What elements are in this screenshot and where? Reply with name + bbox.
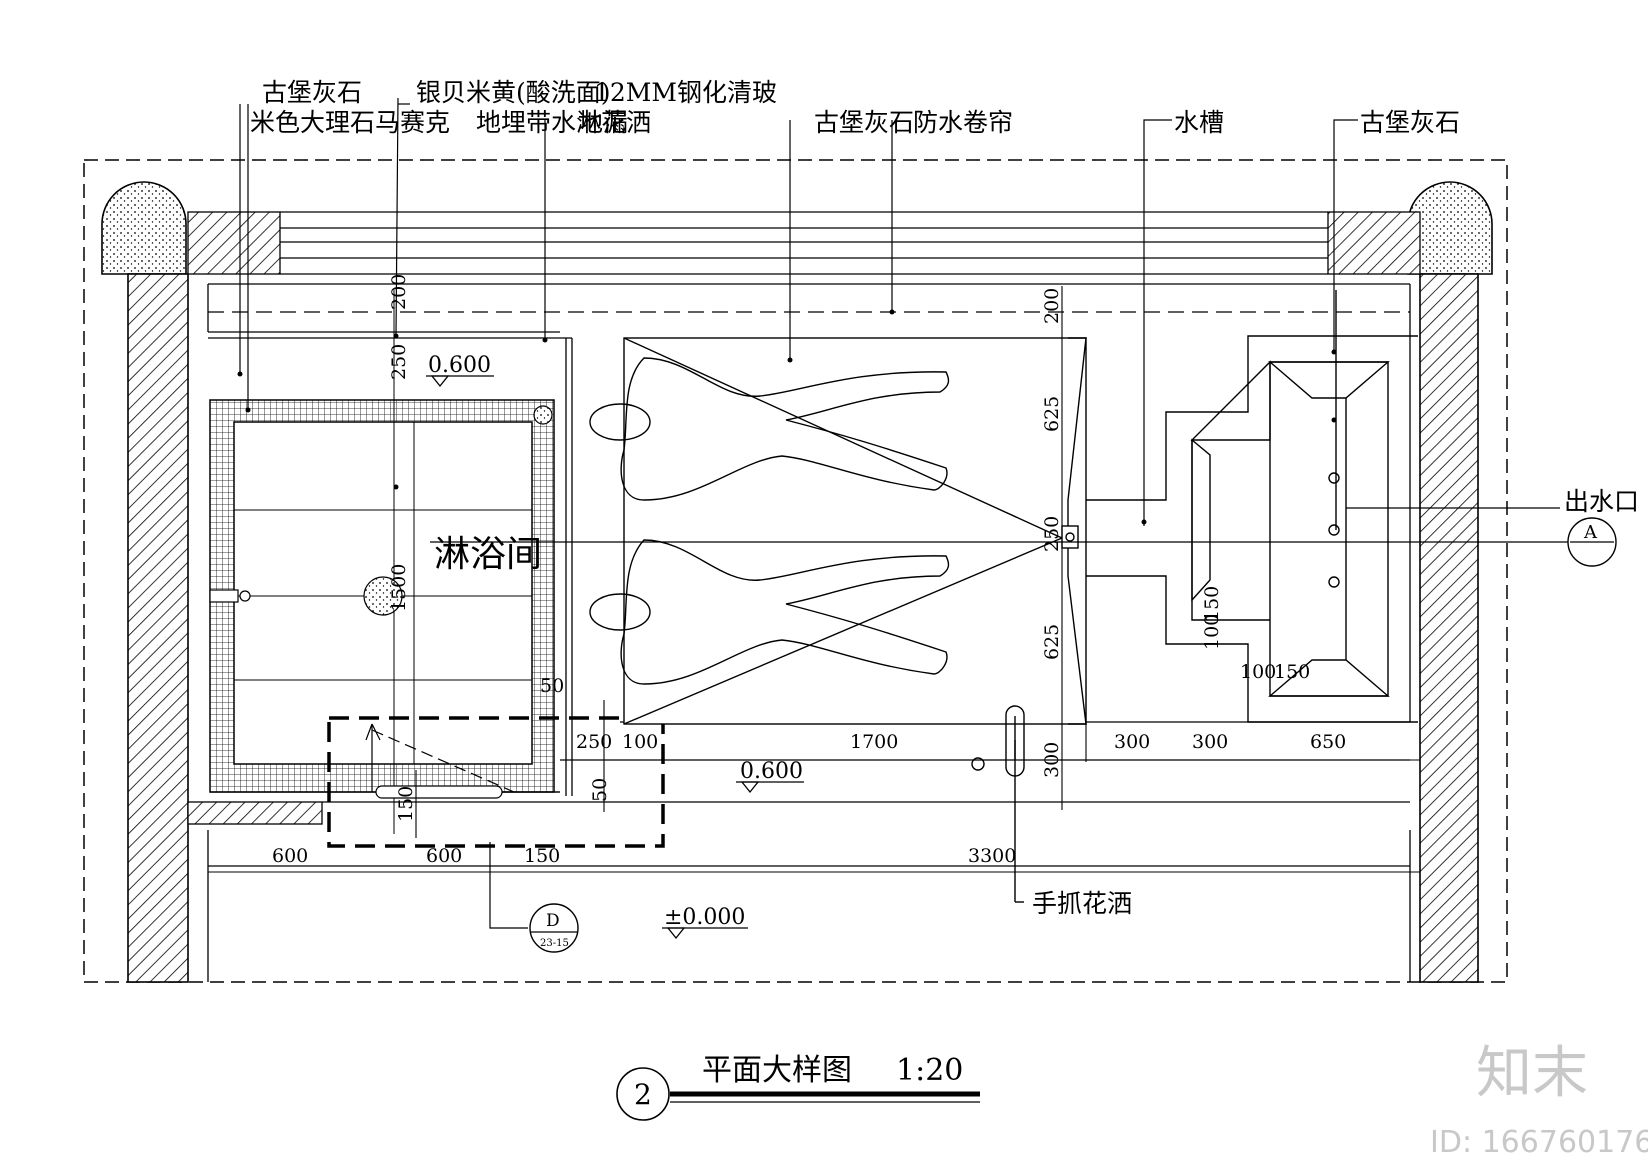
dim-100b: 100 <box>1201 614 1223 650</box>
outlet-icon <box>1328 524 1340 536</box>
detail-ref: 23-15 <box>540 938 569 949</box>
watermark-id: ID: 166760176 <box>1430 1125 1648 1160</box>
left-column <box>101 181 189 983</box>
title-scale: 1:20 <box>896 1053 963 1088</box>
dim-1700: 1700 <box>850 731 898 753</box>
dim-150c: 150 <box>1201 586 1223 622</box>
dim-625a: 625 <box>1041 396 1063 432</box>
dim-250b: 250 <box>576 731 612 753</box>
label-drain: 地漏 <box>578 108 628 137</box>
dim-50a: 50 <box>540 675 564 697</box>
label-stone-mid: 古堡灰石 <box>814 108 914 137</box>
dim-650: 650 <box>1310 731 1346 753</box>
watermark: 知末 ID: 166760176 <box>1430 1041 1648 1160</box>
label-hand-shower: 手抓花洒 <box>1032 889 1132 918</box>
drawing-title: 2 平面大样图 1:20 <box>616 1053 980 1121</box>
floor-drain-icon <box>533 405 553 425</box>
dim-300a: 300 <box>1114 731 1150 753</box>
label-silver-beige: 银贝米黄(酸洗面) <box>416 78 611 107</box>
sink-counter <box>1086 290 1418 723</box>
dim-150b: 150 <box>524 845 560 867</box>
detail-marker-d: D 23-15 <box>529 903 579 953</box>
dim-3300: 3300 <box>968 845 1016 867</box>
dimension-labels: 200 250 1500 50 250 100 1700 300 300 650… <box>272 274 1346 867</box>
dim-100c: 100 <box>1240 661 1276 683</box>
detail-letter: D <box>546 911 560 931</box>
label-outlet: 出水口 <box>1564 487 1639 516</box>
door-swing <box>365 723 515 799</box>
label-beige-marble: 米色大理石马赛克 <box>250 108 450 137</box>
top-wall <box>187 211 1421 796</box>
room-name: 淋浴间 <box>434 534 542 575</box>
dim-600b: 600 <box>426 845 462 867</box>
label-stone-left: 古堡灰石 <box>262 78 362 107</box>
dim-625b: 625 <box>1041 624 1063 660</box>
dim-200b: 200 <box>1041 288 1063 324</box>
label-shower: 地埋带水淋花洒 <box>476 108 651 137</box>
dim-150d: 150 <box>1274 661 1310 683</box>
title-text: 平面大样图 <box>702 1053 852 1088</box>
level-a: 0.600 <box>428 353 491 378</box>
label-stone-right: 古堡灰石 <box>1360 108 1460 137</box>
detail-callout-box <box>327 716 665 848</box>
label-glass: 12MM钢化清玻 <box>594 78 777 107</box>
section-letter: A <box>1583 522 1598 543</box>
sink-hole-icon <box>1328 472 1340 484</box>
shower-floor <box>209 290 555 834</box>
section-marker-a: A <box>1567 517 1617 567</box>
dim-300b: 300 <box>1192 731 1228 753</box>
dim-1500: 1500 <box>388 564 410 612</box>
watermark-brand: 知末 <box>1476 1041 1588 1106</box>
massage-bed <box>589 337 1087 725</box>
dim-300c: 300 <box>1041 742 1063 778</box>
level-marks: 0.600 0.600 ±0.000 <box>426 353 804 940</box>
dim-100a: 100 <box>622 731 658 753</box>
label-curtain: 防水卷帘 <box>913 108 1013 137</box>
dim-50b: 50 <box>589 778 611 802</box>
dim-150a: 150 <box>395 786 417 822</box>
leader-dots <box>237 309 1337 525</box>
floor-shower-icon <box>363 576 403 616</box>
dim-600a: 600 <box>272 845 308 867</box>
material-labels: 古堡灰石 米色大理石马赛克 银贝米黄(酸洗面) 12MM钢化清玻 地埋带水淋花洒… <box>250 78 1639 918</box>
leader-lines <box>239 97 1560 929</box>
dim-250a: 250 <box>388 344 410 380</box>
dimension-lines <box>208 286 1420 873</box>
boundary-dashed <box>83 159 1508 983</box>
title-number: 2 <box>634 1078 652 1111</box>
label-sink: 水槽 <box>1174 108 1224 137</box>
level-b: 0.600 <box>740 759 803 784</box>
dim-250c: 250 <box>1041 516 1063 552</box>
sink-hole-icon-2 <box>1328 576 1340 588</box>
dim-200a: 200 <box>388 274 410 310</box>
hand-shower-icon <box>971 705 1025 903</box>
level-c: ±0.000 <box>664 905 745 930</box>
right-column <box>1407 181 1493 983</box>
